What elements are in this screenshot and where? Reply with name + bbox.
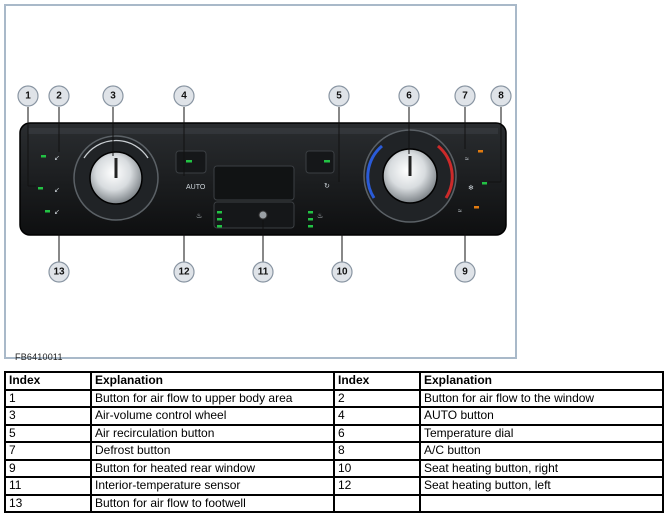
svg-text:12: 12	[178, 267, 190, 278]
callout-3: 3	[103, 86, 123, 106]
ac-icon: ❄	[468, 184, 474, 192]
cell-explanation: Interior-temperature sensor	[91, 477, 334, 495]
air-flow-footwell-icon: ↙	[54, 209, 60, 216]
svg-text:5: 5	[336, 91, 342, 102]
svg-text:6: 6	[406, 91, 412, 102]
callout-11: 11	[253, 262, 273, 282]
climate-control-panel-illustration: ↙ ↙ ↙ ♨ ♨ ↻ ≈ ❄ ≈ AUTO	[6, 6, 515, 357]
auto-button-label: AUTO	[186, 184, 206, 191]
cell-explanation: A/C button	[420, 442, 663, 460]
figure-frame: ↙ ↙ ↙ ♨ ♨ ↻ ≈ ❄ ≈ AUTO	[4, 4, 517, 359]
cell-index: 9	[5, 460, 91, 478]
callout-7: 7	[455, 86, 475, 106]
cell-explanation	[420, 495, 663, 513]
cell-index: 13	[5, 495, 91, 513]
cell-index	[334, 495, 420, 513]
seat-heating-right-icon: ♨	[317, 212, 323, 220]
cell-index: 5	[5, 425, 91, 443]
svg-text:8: 8	[498, 91, 504, 102]
defrost-icon: ≈	[465, 156, 469, 163]
table-row: 1 Button for air flow to upper body area…	[5, 390, 663, 408]
header-index-1: Index	[5, 372, 91, 390]
table-row: 5 Air recirculation button 6 Temperature…	[5, 425, 663, 443]
callout-8: 8	[491, 86, 511, 106]
table-row: 11 Interior-temperature sensor 12 Seat h…	[5, 477, 663, 495]
temperature-dial	[364, 130, 456, 222]
cell-explanation: Air-volume control wheel	[91, 407, 334, 425]
table-row: 7 Defrost button 8 A/C button	[5, 442, 663, 460]
heated-rear-window-icon: ≈	[458, 208, 462, 215]
cell-explanation: Button for air flow to the window	[420, 390, 663, 408]
air-flow-window-icon: ↙	[54, 187, 60, 194]
cell-index: 11	[5, 477, 91, 495]
table-row: 9 Button for heated rear window 10 Seat …	[5, 460, 663, 478]
callout-2: 2	[49, 86, 69, 106]
table-row: 3 Air-volume control wheel 4 AUTO button	[5, 407, 663, 425]
svg-text:10: 10	[336, 267, 348, 278]
callout-9: 9	[455, 262, 475, 282]
cell-index: 4	[334, 407, 420, 425]
header-explanation-1: Explanation	[91, 372, 334, 390]
header-index-2: Index	[334, 372, 420, 390]
cell-index: 10	[334, 460, 420, 478]
cell-explanation: Seat heating button, left	[420, 477, 663, 495]
callout-12: 12	[174, 262, 194, 282]
cell-explanation: Air recirculation button	[91, 425, 334, 443]
cell-index: 2	[334, 390, 420, 408]
cell-index: 12	[334, 477, 420, 495]
cell-explanation: Button for heated rear window	[91, 460, 334, 478]
interior-temperature-sensor	[259, 211, 267, 219]
seat-heating-left-icon: ♨	[196, 212, 202, 220]
svg-text:9: 9	[462, 267, 468, 278]
callout-5: 5	[329, 86, 349, 106]
cell-index: 6	[334, 425, 420, 443]
svg-text:11: 11	[258, 267, 269, 278]
cell-explanation: Seat heating button, right	[420, 460, 663, 478]
cell-index: 3	[5, 407, 91, 425]
callout-6: 6	[399, 86, 419, 106]
figure-code: FB6410011	[15, 352, 63, 362]
cell-index: 1	[5, 390, 91, 408]
air-recirculation-icon: ↻	[324, 183, 330, 190]
table-row: 13 Button for air flow to footwell	[5, 495, 663, 513]
cell-explanation: Button for air flow to footwell	[91, 495, 334, 513]
air-volume-control-wheel	[74, 136, 158, 220]
callout-10: 10	[332, 262, 352, 282]
cell-index: 7	[5, 442, 91, 460]
cell-explanation: Button for air flow to upper body area	[91, 390, 334, 408]
svg-text:2: 2	[56, 91, 62, 102]
svg-text:1: 1	[25, 91, 31, 102]
legend-table: Index Explanation Index Explanation 1 Bu…	[4, 371, 664, 513]
header-explanation-2: Explanation	[420, 372, 663, 390]
svg-text:7: 7	[462, 91, 468, 102]
table-header-row: Index Explanation Index Explanation	[5, 372, 663, 390]
cell-explanation: AUTO button	[420, 407, 663, 425]
air-flow-upper-body-icon: ↙	[54, 155, 60, 162]
cell-explanation: Temperature dial	[420, 425, 663, 443]
callout-1: 1	[18, 86, 38, 106]
cell-explanation: Defrost button	[91, 442, 334, 460]
callout-13: 13	[49, 262, 69, 282]
callout-4: 4	[174, 86, 194, 106]
svg-text:3: 3	[110, 91, 116, 102]
svg-text:4: 4	[181, 91, 187, 102]
svg-text:13: 13	[53, 267, 65, 278]
cell-index: 8	[334, 442, 420, 460]
